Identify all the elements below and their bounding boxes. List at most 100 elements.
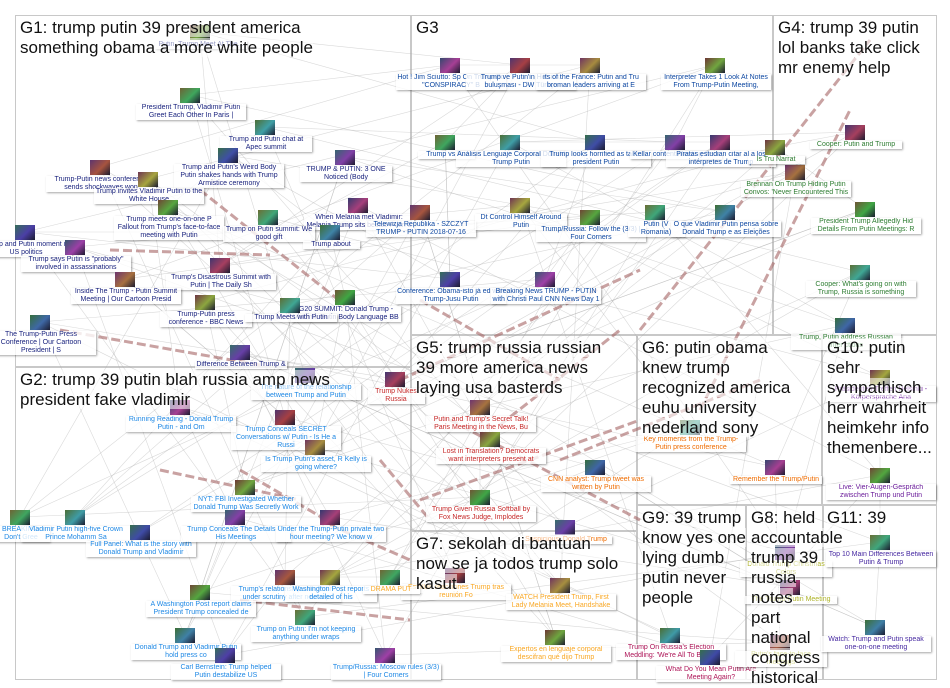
node-label: CNN analyst: Trump tweet was written by … [541, 476, 651, 492]
video-thumbnail [215, 648, 235, 663]
video-thumbnail [580, 58, 600, 73]
node-label: Trump/Russia: Follow the (3/3) | Four Co… [536, 226, 646, 242]
node-label: A Washington Post report claims Presiden… [146, 601, 256, 617]
video-thumbnail [665, 135, 685, 150]
node-label: Trump vs Pu [417, 151, 475, 159]
edge [204, 301, 246, 488]
video-thumbnail [710, 135, 730, 150]
video-thumbnail [555, 520, 575, 535]
node-label: Trump meets one-on-one P Fallout from Tr… [114, 216, 224, 240]
edge [99, 166, 876, 628]
edge [389, 64, 716, 578]
video-thumbnail [510, 58, 530, 73]
edge [24, 231, 451, 280]
video-thumbnail [280, 298, 300, 313]
edge [389, 216, 591, 578]
edge [344, 156, 726, 213]
video-thumbnail [850, 265, 870, 280]
video-thumbnail [258, 210, 278, 225]
edge [479, 141, 721, 498]
edge [39, 321, 396, 380]
edge [264, 126, 861, 273]
edge-bundle [159, 468, 301, 502]
video-thumbnail [218, 148, 238, 163]
video-thumbnail [138, 172, 158, 187]
video-thumbnail [320, 510, 340, 525]
edge [264, 126, 676, 143]
video-thumbnail [785, 165, 805, 180]
node-label: Trump's Disastrous Summit with Putin | T… [166, 274, 276, 290]
group-title: G3 [416, 18, 439, 37]
video-thumbnail [320, 225, 340, 240]
node-label: Full Panel: What is the story with Donal… [86, 541, 196, 557]
edge [357, 204, 491, 440]
group-box-g6: G6: putin obama knew trump recognized am… [637, 335, 822, 505]
edge [344, 296, 556, 638]
video-thumbnail [870, 535, 890, 550]
edge [444, 141, 451, 280]
node-label: Breaking News TRUMP - PUTIN with Christi… [491, 288, 601, 304]
node-label: Trump and Putin chat at Apec summit [220, 136, 312, 152]
edge [139, 131, 856, 533]
node-label: DRAMA PUT [362, 586, 420, 594]
group-title: G6: putin obama knew trump recognized am… [642, 338, 791, 437]
node-label: Trump looks horrified as takes president… [541, 151, 651, 167]
node-label: NYT: FBI Investigated Whether Donald Tru… [191, 496, 301, 512]
node-label: Key moments from the Trump-Putin press c… [636, 436, 746, 452]
node-label: Expertos en lenguaje corporal descifran … [501, 646, 611, 662]
edge [99, 64, 451, 168]
node-label: Telewizja Republika - SZCZYT TRUMP - PUT… [366, 221, 476, 237]
edge-bundle [449, 418, 641, 522]
node-label: Trump on Putin: I'm not keeping anything… [251, 626, 361, 642]
video-thumbnail [225, 510, 245, 525]
video-thumbnail [660, 628, 680, 643]
node-label: Vladimir Putin high-five Crown Prince Mo… [21, 526, 131, 542]
node-label: its of the France: Putin and Tru broman … [536, 74, 646, 90]
edge [139, 141, 721, 533]
video-thumbnail [15, 225, 35, 240]
edge [774, 271, 861, 468]
video-thumbnail [130, 525, 150, 540]
video-thumbnail [210, 258, 230, 273]
video-thumbnail [705, 58, 725, 73]
video-thumbnail [765, 140, 785, 155]
video-thumbnail [865, 620, 885, 635]
edge [654, 171, 796, 213]
node-label: Trump Conceals The Details Of His Meetin… [181, 526, 291, 542]
node-label: Donald Trump and Vladimir Putin hold pre… [131, 644, 241, 660]
node-label: Running Reading - Donald Trump Putin - a… [126, 416, 236, 432]
edge [124, 64, 716, 280]
node-label: Cooper: What's going on with Trump, Russ… [806, 281, 916, 297]
video-thumbnail [335, 290, 355, 305]
edge [189, 64, 451, 96]
node-label: Is Tru Narrat [747, 156, 805, 164]
edge-bundle [239, 598, 411, 622]
node-label: Trump/Russia: Moscow rules (3/3) | Four … [331, 664, 441, 680]
edge [24, 64, 716, 233]
edge [314, 296, 346, 448]
edge-bundle [199, 188, 346, 307]
edge [389, 131, 856, 578]
video-thumbnail [585, 460, 605, 475]
node-label: Brennan On Trump Hiding Putin Convos: 'N… [741, 181, 851, 197]
group-box-g1: G1: trump putin 39 president america som… [15, 15, 411, 367]
video-thumbnail [295, 610, 315, 625]
video-thumbnail [470, 490, 490, 505]
video-thumbnail [348, 198, 368, 213]
video-thumbnail [500, 135, 520, 150]
node-label: Remember the Trump/Putin [730, 476, 822, 484]
edge-bundle [378, 459, 432, 521]
video-thumbnail [65, 240, 85, 255]
video-thumbnail [440, 58, 460, 73]
edge [19, 154, 229, 518]
video-thumbnail [535, 272, 555, 287]
video-thumbnail [195, 295, 215, 310]
edge [357, 204, 881, 476]
node-label: Lost in Translation? Democrats want inte… [436, 448, 546, 464]
video-thumbnail [480, 432, 500, 447]
node-label: WATCH President Trump, First Lady Melani… [506, 594, 616, 610]
video-thumbnail [305, 440, 325, 455]
video-thumbnail [550, 578, 570, 593]
node-label: Análisis Lenguaje Corporal Donald Trump … [456, 151, 566, 167]
video-thumbnail [580, 210, 600, 225]
